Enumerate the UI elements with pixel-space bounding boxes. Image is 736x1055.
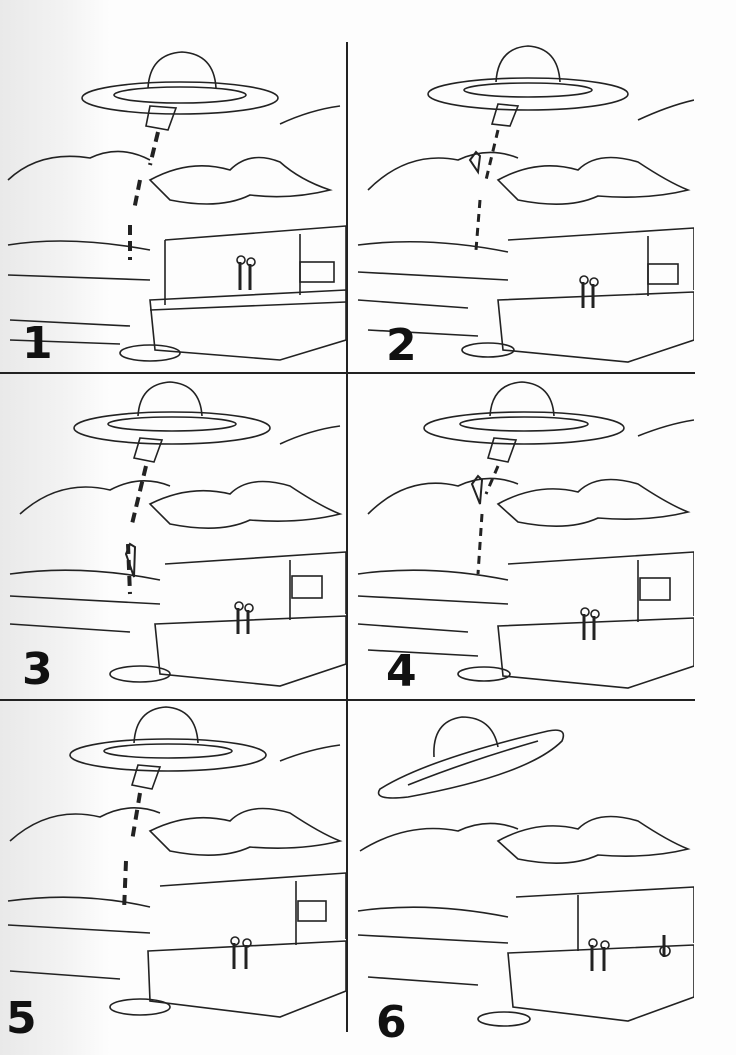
panel-3-illustration [9, 381, 346, 687]
panel-2: 2 [348, 40, 694, 372]
panel-3: 3 [0, 374, 346, 699]
panel-5: 5 [0, 701, 346, 1041]
panel-1-illustration [7, 51, 346, 362]
panel-divider-horizontal-2 [0, 699, 695, 701]
panel-divider-horizontal-1 [0, 372, 695, 374]
saucer-dome-icon [433, 716, 499, 758]
panel-5-illustration [7, 706, 346, 1018]
panel-6-illustration [357, 716, 694, 1027]
saucer-dome-icon [147, 51, 217, 89]
panel-number: 1 [22, 318, 53, 369]
panel-number: 2 [386, 320, 417, 371]
panel-number: 4 [386, 646, 417, 697]
panel-2-illustration [357, 45, 694, 363]
panel-4: 4 [348, 374, 694, 699]
panel-4-illustration [357, 381, 694, 689]
page-edge-shadow [0, 0, 110, 1055]
panel-number: 6 [376, 997, 407, 1042]
panel-1: 1 [0, 40, 346, 372]
panel-divider-vertical [346, 42, 348, 1032]
panel-number: 5 [6, 993, 37, 1041]
panel-6: 6 [348, 701, 694, 1041]
panel-number: 3 [22, 644, 53, 695]
